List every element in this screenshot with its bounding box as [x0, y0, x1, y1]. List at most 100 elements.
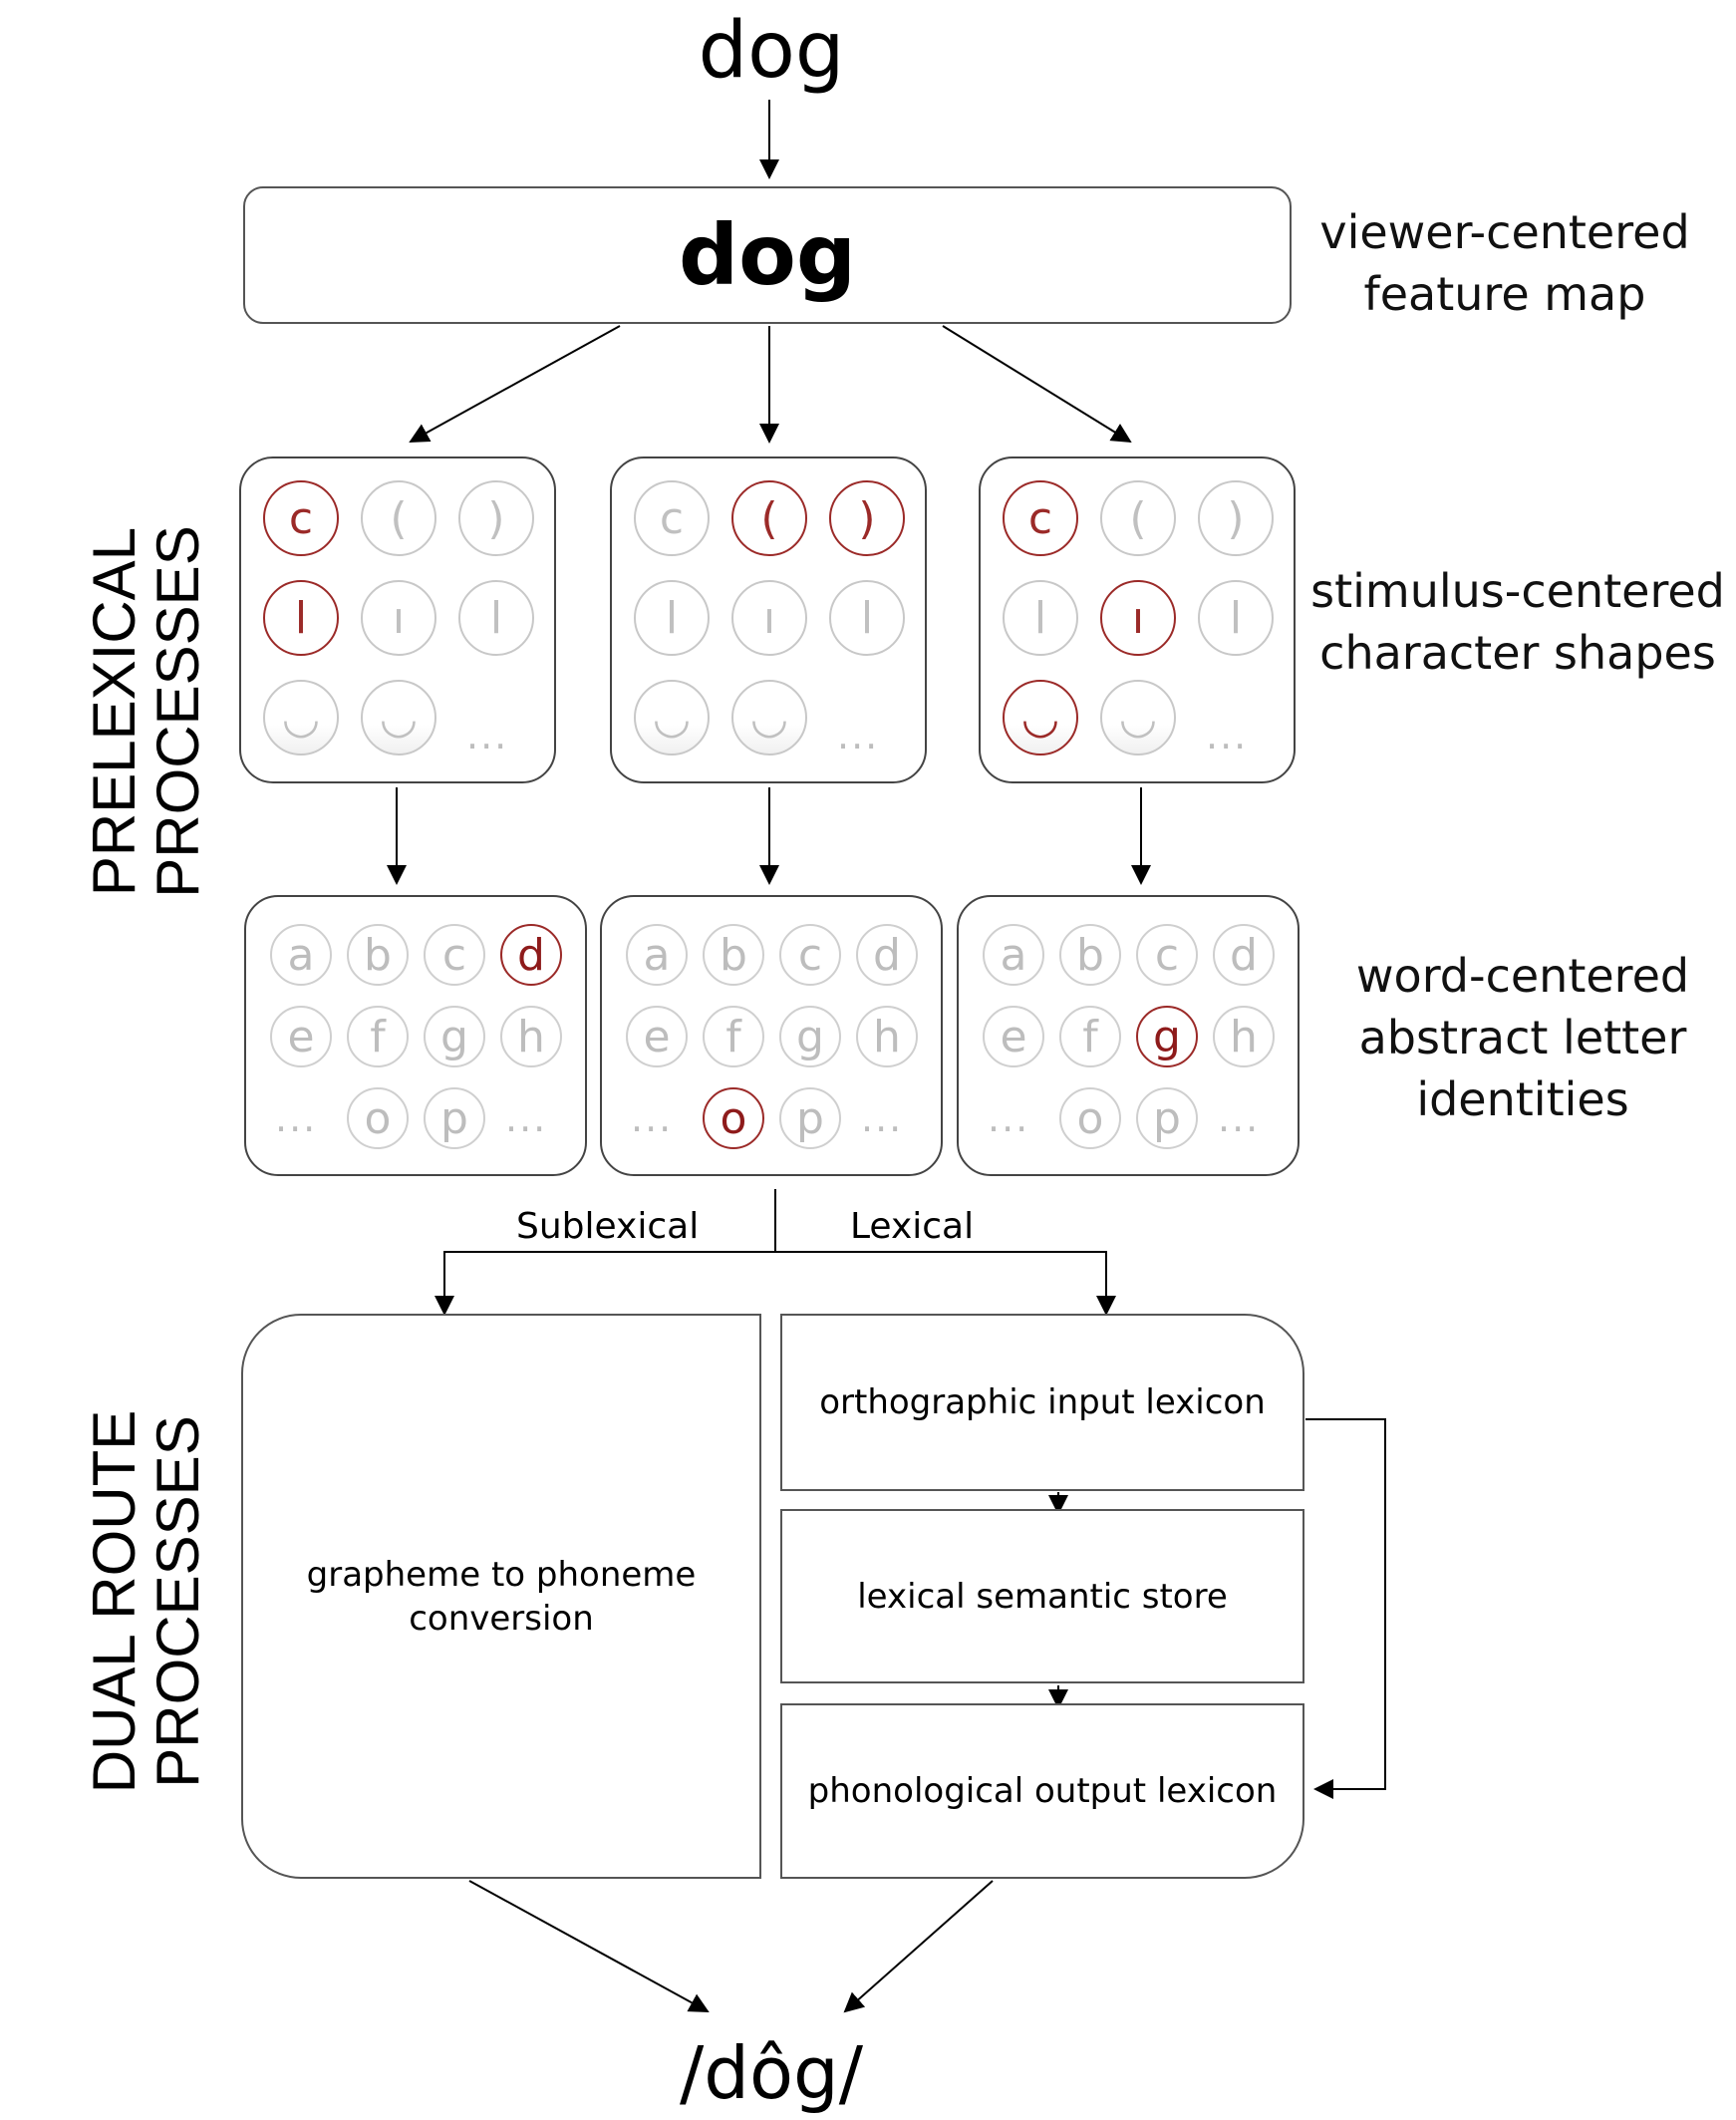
shape-feature: l — [634, 580, 710, 656]
dual-route-line1: DUAL ROUTE — [81, 1409, 147, 1794]
grapheme-phoneme-conversion-box: grapheme to phoneme conversion — [241, 1314, 761, 1879]
shape-feature-active: c — [263, 480, 339, 556]
letter-identity: a — [270, 924, 332, 986]
shape-feature: ◡ — [731, 680, 807, 756]
orthographic-input-lexicon-box: orthographic input lexicon — [780, 1314, 1304, 1491]
gpc-line1: grapheme to phoneme — [306, 1554, 697, 1595]
letter-identity: p — [424, 1087, 485, 1149]
prelexical-line1: PRELEXICAL — [81, 526, 147, 897]
letters-label-line2: abstract letter — [1358, 1011, 1687, 1064]
letter-identity: b — [347, 924, 409, 986]
phonological-output-lexicon-label: phonological output lexicon — [807, 1771, 1278, 1811]
shape-feature-active: ) — [829, 480, 905, 556]
letter-ellipsis: ... — [631, 1096, 674, 1140]
shape-feature-active: l — [263, 580, 339, 656]
feature-map-word: dog — [679, 206, 856, 304]
shape-feature: ◡ — [634, 680, 710, 756]
dual-route-line2: PROCESSES — [145, 1415, 211, 1788]
letter-identity: b — [703, 924, 764, 986]
letter-identity: e — [270, 1006, 332, 1067]
shape-feature: ( — [1100, 480, 1176, 556]
shape-feature: l — [458, 580, 534, 656]
shapes-label: stimulus-centered character shapes — [1305, 560, 1730, 684]
feature-map-label-line2: feature map — [1363, 267, 1646, 321]
shape-feature: ı — [361, 580, 436, 656]
letter-identity: c — [424, 924, 485, 986]
letter-identity-active: o — [703, 1087, 764, 1149]
prelexical-line2: PROCESSES — [145, 525, 211, 898]
letter-identity: c — [1136, 924, 1198, 986]
letter-identity: o — [347, 1087, 409, 1149]
feature-map-label: viewer-centered feature map — [1296, 201, 1714, 325]
dual-route-processes-label: DUAL ROUTE PROCESSES — [81, 1303, 211, 1901]
arrow-lexical-route — [775, 1251, 1116, 1316]
phonological-output-lexicon-box: phonological output lexicon — [780, 1703, 1304, 1879]
shape-feature: ı — [731, 580, 807, 656]
shape-feature: ( — [361, 480, 436, 556]
letters-label-line3: identities — [1416, 1072, 1629, 1126]
letter-identity-active: d — [500, 924, 562, 986]
shape-feature-active: ◡ — [1003, 680, 1078, 756]
letters-label-line1: word-centered — [1355, 949, 1690, 1003]
arrow-feature-to-shapes-left — [409, 325, 621, 443]
shape-feature: l — [1003, 580, 1078, 656]
letter-identity: c — [779, 924, 841, 986]
shape-feature: ◡ — [1100, 680, 1176, 756]
shape-feature-active: ı — [1100, 580, 1176, 656]
shape-feature: l — [1198, 580, 1274, 656]
letter-identity: o — [1059, 1087, 1121, 1149]
letter-identity: f — [1059, 1006, 1121, 1067]
letter-ellipsis: ... — [1218, 1096, 1261, 1140]
letter-ellipsis: ... — [275, 1096, 318, 1140]
letter-identity: h — [500, 1006, 562, 1067]
shape-feature: ) — [1198, 480, 1274, 556]
shape-ellipsis: ... — [837, 714, 880, 757]
shape-feature-active: ( — [731, 480, 807, 556]
feature-map-label-line1: viewer-centered — [1319, 205, 1690, 259]
letter-identity: e — [626, 1006, 688, 1067]
letter-ellipsis: ... — [861, 1096, 904, 1140]
shapes-label-line2: character shapes — [1319, 626, 1716, 680]
input-word: dog — [698, 6, 845, 96]
letter-identity: d — [856, 924, 918, 986]
orthographic-input-lexicon-label: orthographic input lexicon — [819, 1382, 1266, 1422]
letter-identity-active: g — [1136, 1006, 1198, 1067]
letter-identity: h — [856, 1006, 918, 1067]
gpc-line2: conversion — [409, 1598, 594, 1639]
arrow-sublexical-route — [434, 1251, 775, 1316]
letter-identity: g — [424, 1006, 485, 1067]
shape-ellipsis: ... — [466, 714, 509, 757]
shape-feature: ◡ — [263, 680, 339, 756]
arrow-gpc-to-output — [468, 1880, 710, 2012]
lexical-semantic-store-box: lexical semantic store — [780, 1509, 1304, 1683]
prelexical-processes-label: PRELEXICAL PROCESSES — [81, 413, 211, 1011]
letter-identity: f — [703, 1006, 764, 1067]
shape-feature: c — [634, 480, 710, 556]
feature-map-box: dog — [243, 186, 1292, 324]
shape-feature: ) — [458, 480, 534, 556]
shape-ellipsis: ... — [1206, 714, 1249, 757]
shape-feature-active: c — [1003, 480, 1078, 556]
letter-identity: h — [1213, 1006, 1275, 1067]
letter-identity: e — [983, 1006, 1044, 1067]
sublexical-route-label: Sublexical — [516, 1206, 700, 1247]
arrow-feature-to-shapes-right — [942, 325, 1132, 444]
letter-ellipsis: ... — [505, 1096, 548, 1140]
arrow-orthographic-to-phonological-bypass — [1305, 1418, 1386, 1799]
output-pronunciation: /dôg/ — [680, 2031, 863, 2115]
shapes-label-line1: stimulus-centered — [1310, 564, 1725, 618]
lexical-route-label: Lexical — [850, 1206, 975, 1247]
letter-identity: f — [347, 1006, 409, 1067]
shape-feature: ◡ — [361, 680, 436, 756]
letter-identity: p — [1136, 1087, 1198, 1149]
letter-identity: g — [779, 1006, 841, 1067]
lexical-semantic-store-label: lexical semantic store — [857, 1576, 1228, 1617]
letter-identity: b — [1059, 924, 1121, 986]
letter-ellipsis: ... — [988, 1096, 1030, 1140]
letters-label: word-centered abstract letter identities — [1323, 945, 1722, 1130]
